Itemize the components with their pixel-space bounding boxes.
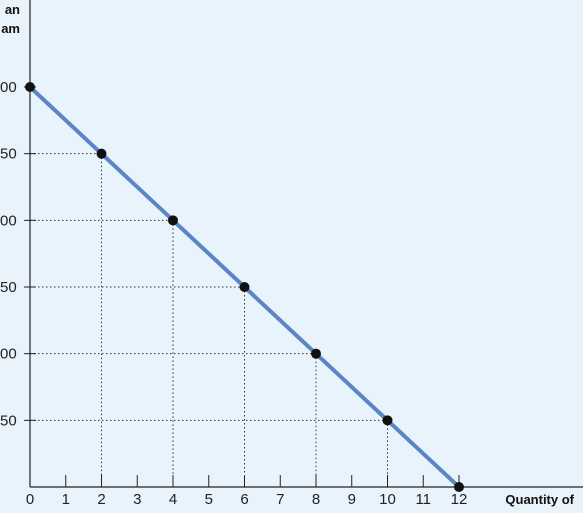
y-tick-label: 50 bbox=[0, 412, 17, 429]
series-group bbox=[25, 82, 464, 492]
y-tick-label: 00 bbox=[0, 79, 17, 96]
y-tick-label: 00 bbox=[0, 212, 17, 229]
x-tick-label: 7 bbox=[276, 491, 284, 508]
x-tick-label: 3 bbox=[133, 491, 141, 508]
x-tick-label: 8 bbox=[312, 491, 320, 508]
y-axis-title: am bbox=[1, 21, 20, 36]
data-point bbox=[96, 148, 107, 159]
y-tick-label: 50 bbox=[0, 146, 17, 163]
guide-lines bbox=[30, 153, 388, 487]
data-point bbox=[239, 282, 250, 292]
x-tick-label: 5 bbox=[205, 491, 213, 508]
axes bbox=[29, 0, 583, 488]
y-axis-title: an bbox=[5, 2, 20, 17]
x-tick-label: 10 bbox=[379, 491, 396, 508]
data-point bbox=[168, 215, 178, 226]
x-tick-label: 0 bbox=[26, 491, 34, 508]
x-tick-label: 11 bbox=[415, 491, 431, 508]
x-tick-label: 4 bbox=[169, 491, 177, 508]
x-tick-label: 6 bbox=[240, 491, 248, 508]
data-point bbox=[25, 82, 35, 92]
data-point bbox=[311, 348, 321, 359]
x-tick-label: 12 bbox=[451, 491, 468, 508]
y-tick-label: 00 bbox=[0, 346, 17, 363]
x-axis-title: Quantity of bbox=[505, 492, 574, 507]
data-point bbox=[382, 415, 393, 426]
data-point bbox=[454, 482, 464, 492]
y-tick-label: 50 bbox=[0, 279, 17, 296]
x-tick-label: 1 bbox=[62, 491, 70, 508]
x-tick-label: 9 bbox=[348, 491, 356, 508]
x-tick-label: 2 bbox=[97, 491, 105, 508]
